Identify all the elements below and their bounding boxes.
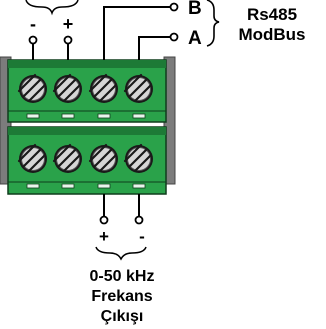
upper-screw-4 [123,73,153,103]
output-label-frequency: Frekans [91,288,152,305]
rs485-b-terminal-dot [169,2,179,12]
bottom-output-wires [103,194,140,216]
bottom-plus-terminal-dot [99,215,109,225]
bottom-minus-terminal-dot [134,215,144,225]
top-minus-terminal-dot [28,35,38,45]
bottom-minus-label: - [139,227,145,246]
lower-terminal-slot-2 [61,183,75,189]
lower-screw-1 [17,143,47,173]
lower-terminal-slot-4 [132,183,146,189]
bottom-plus-label: + [99,227,109,246]
upper-terminal-slot-4 [132,113,146,119]
upper-screw-3 [88,73,118,103]
rs485-subtitle: ModBus [238,25,305,44]
top-power-wires [32,43,69,60]
upper-terminal-slot-2 [61,113,75,119]
lower-terminal-block [7,126,167,195]
upper-terminal-slot-3 [97,113,111,119]
rs485-wires [103,6,170,60]
lower-screw-2 [52,143,82,173]
output-label-output: Çıkışı [101,308,144,325]
upper-screw-1 [17,73,47,103]
top-minus-label: - [30,14,36,34]
lower-screw-3 [88,143,118,173]
upper-terminal-slot-1 [26,113,40,119]
top-plus-label: + [63,14,74,34]
rs485-brace [206,0,220,47]
lower-terminal-slot-1 [26,183,40,189]
rs485-a-label: A [188,28,202,49]
rs485-a-terminal-dot [169,32,179,42]
lower-screw-4 [123,143,153,173]
rs485-title: Rs485 [247,5,297,24]
upper-terminal-block [7,59,167,123]
upper-screw-2 [52,73,82,103]
top-power-brace [25,0,79,16]
rs485-b-label: B [188,0,202,19]
output-label-range: 0-50 kHz [90,268,155,285]
output-brace [95,246,147,261]
top-plus-terminal-dot [63,35,73,45]
lower-terminal-slot-3 [97,183,111,189]
